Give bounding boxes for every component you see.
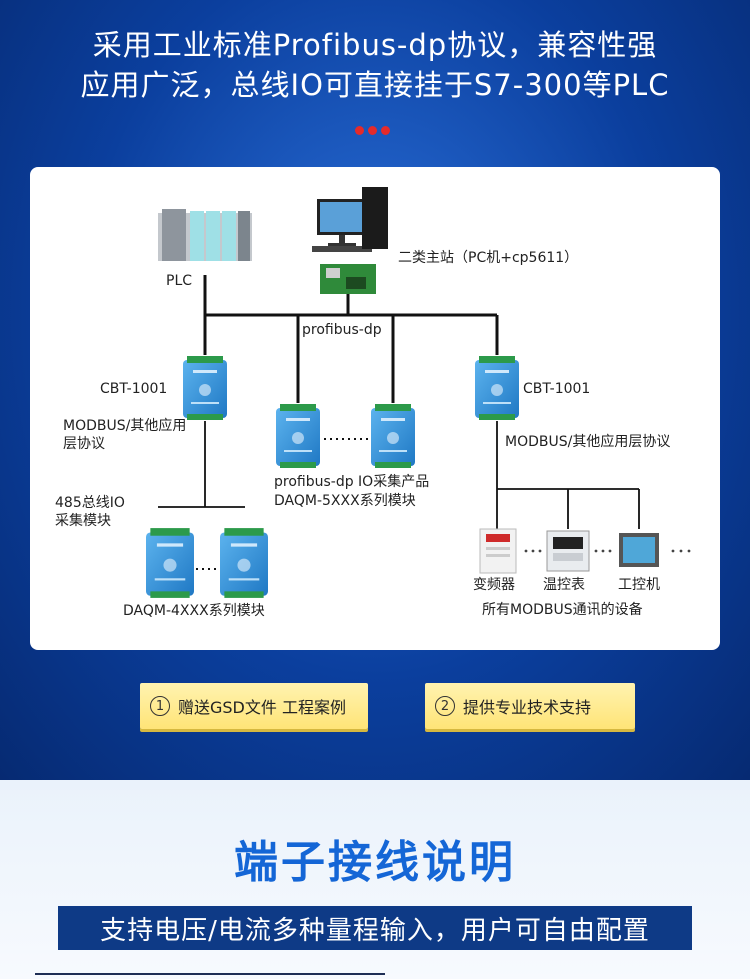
all-modbus-label: 所有MODBUS通讯的设备 xyxy=(482,602,643,618)
dot-icon xyxy=(381,126,390,135)
tech-support-badge: 2 提供专业技术支持 xyxy=(425,683,635,729)
decorative-dots xyxy=(355,126,395,136)
dp-product-label-1: profibus-dp IO采集产品 xyxy=(274,474,430,490)
section-subtitle: 支持电压/电流多种量程输入，用户可自由配置 xyxy=(58,906,692,950)
modbus-left-label: MODBUS/其他应用层协议 xyxy=(63,418,187,452)
divider-line xyxy=(35,973,385,975)
industrial-pc-icon xyxy=(619,533,659,567)
number-circle-icon: 1 xyxy=(150,696,170,716)
thermostat-icon xyxy=(546,530,590,572)
bus-label: profibus-dp xyxy=(302,322,382,338)
inverter-icon xyxy=(479,528,517,574)
master-station-label: 二类主站（PC机+cp5611） xyxy=(398,250,579,266)
modbus-right-label: MODBUS/其他应用层协议 xyxy=(505,434,671,450)
plc-device-icon xyxy=(158,209,252,261)
daqm4-module-icon xyxy=(146,528,194,598)
inverter-label: 变频器 xyxy=(473,577,515,593)
cbt-converter-right-icon xyxy=(475,356,519,420)
dot-icon xyxy=(368,126,377,135)
badge-text: 提供专业技术支持 xyxy=(463,698,592,717)
network-diagram-panel: PLC 二类主站（PC机+cp5611） profibus-dp CBT-100… xyxy=(30,167,720,650)
dp-product-label-2: DAQM-5XXX系列模块 xyxy=(274,493,416,509)
cbt-right-label: CBT-1001 xyxy=(523,381,591,397)
number-circle-icon: 2 xyxy=(435,696,455,716)
cbt-converter-left-icon xyxy=(183,356,227,420)
gsd-file-badge: 1 赠送GSD文件 工程案例 xyxy=(140,683,368,729)
cbt-left-label: CBT-1001 xyxy=(100,381,168,397)
rs485-label: 485总线IO采集模块 xyxy=(55,495,125,529)
pc-master-icon xyxy=(312,187,388,294)
ipc-label: 工控机 xyxy=(618,577,660,593)
daqm4-label: DAQM-4XXX系列模块 xyxy=(123,603,265,619)
network-diagram xyxy=(146,187,691,598)
daqm4-module-icon xyxy=(220,528,268,598)
headline-line-2: 应用广泛，总线IO可直接挂于S7-300等PLC xyxy=(80,68,670,102)
section-title: 端子接线说明 xyxy=(234,837,516,888)
dot-icon xyxy=(355,126,364,135)
plc-label: PLC xyxy=(166,273,193,289)
dp-io-module-icon xyxy=(276,404,320,468)
headline-line-1: 采用工业标准Profibus-dp协议，兼容性强 xyxy=(92,28,658,62)
dp-io-module-icon xyxy=(371,404,415,468)
thermostat-label: 温控表 xyxy=(543,577,585,593)
badge-text: 赠送GSD文件 工程案例 xyxy=(178,698,346,717)
